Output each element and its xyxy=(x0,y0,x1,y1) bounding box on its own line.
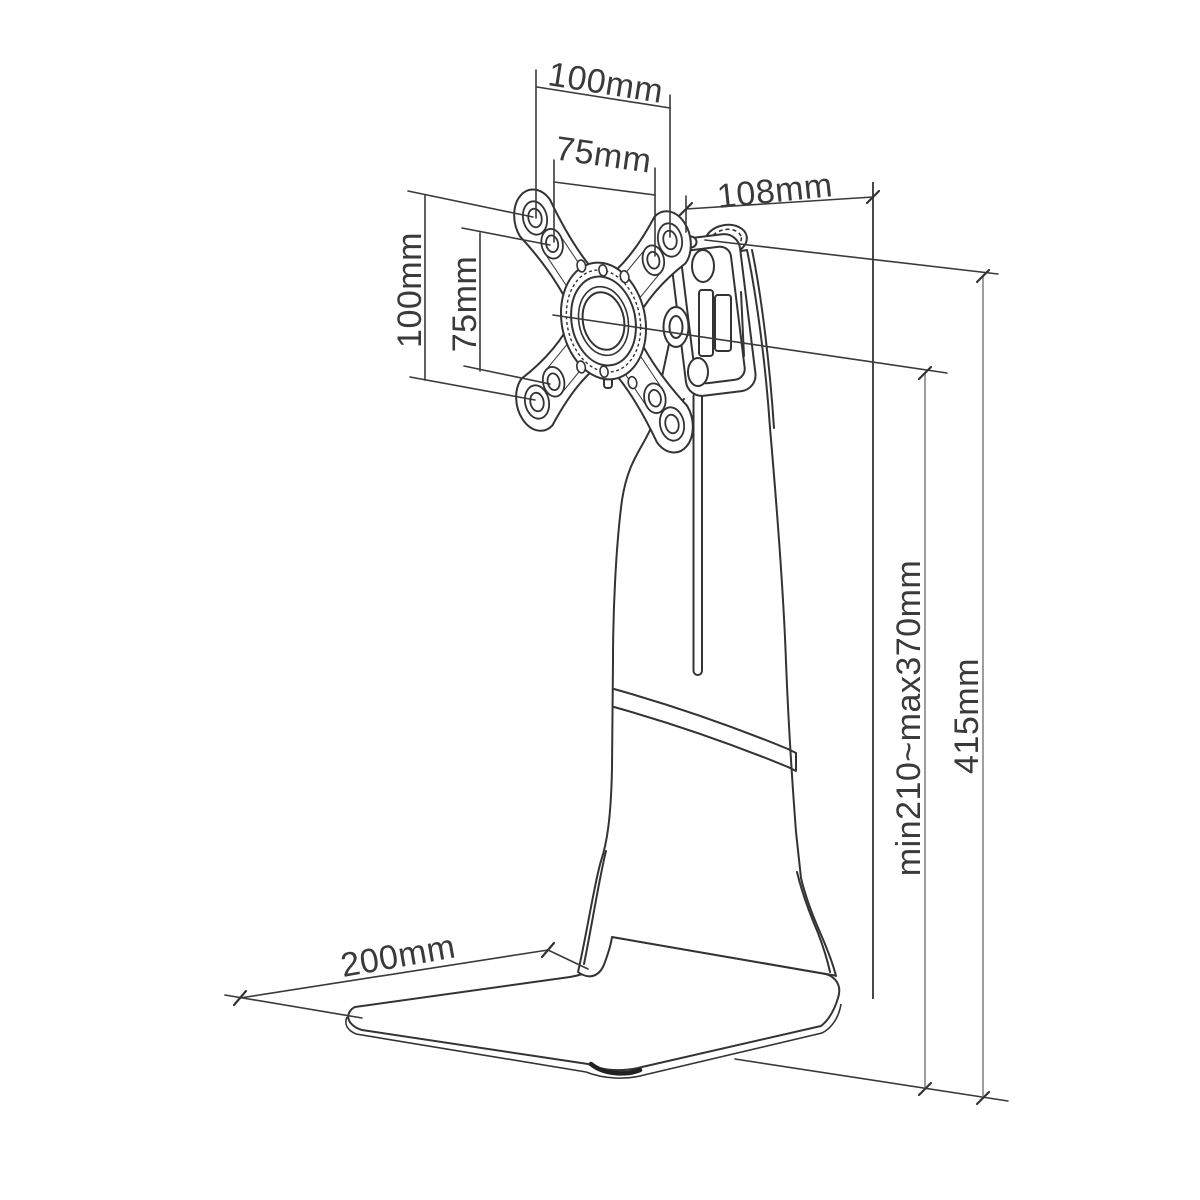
ext-line-100-left-bottom xyxy=(409,376,536,401)
label-vesa-inner-width: 75mm xyxy=(553,130,654,181)
ext-line-415-top xyxy=(704,239,999,275)
label-overall-height: 415mm xyxy=(948,658,986,774)
plate-rivets xyxy=(576,259,637,389)
stand-base xyxy=(345,936,842,1079)
vesa-plate xyxy=(514,186,693,456)
column-rear-rolled-edge xyxy=(796,871,831,973)
column-band-side-cap xyxy=(787,748,797,772)
vesa-center-hole xyxy=(582,289,624,353)
column-rear-hook-edge xyxy=(751,249,775,429)
height-adjust-slot xyxy=(692,391,703,676)
ext-line-100-left-top xyxy=(407,190,534,218)
dimension-line-75mm-top xyxy=(553,181,656,196)
ext-line-75-left-top xyxy=(461,227,551,246)
dimension-line-108mm xyxy=(685,196,874,210)
vesa-holes-75 xyxy=(541,227,666,414)
base-front-foot-pad xyxy=(588,1061,643,1076)
label-mount-depth: 108mm xyxy=(715,166,834,216)
ext-line-200-right xyxy=(547,949,589,970)
dimension-ticks xyxy=(232,189,991,1106)
release-latch xyxy=(698,289,714,357)
base-top-surface xyxy=(347,936,841,1072)
dimension-line-100mm-top xyxy=(536,86,671,109)
label-vesa-outer-width: 100mm xyxy=(546,55,666,111)
mount-bracket xyxy=(662,223,757,397)
base-skirt-edge xyxy=(345,1003,842,1079)
tilt-pivot-axle xyxy=(668,315,684,339)
label-height-range: min210~max370mm xyxy=(890,560,928,876)
bracket-hole-top xyxy=(691,249,715,283)
stand-column xyxy=(577,249,837,978)
bracket-hole-bottom xyxy=(687,357,709,387)
column-front-rolled-edge xyxy=(583,850,607,965)
column-band-seam-lower xyxy=(613,706,789,768)
label-base-depth: 200mm xyxy=(338,927,459,985)
column-body xyxy=(577,249,837,978)
dimension-line-200mm xyxy=(239,949,549,999)
column-band-seam-upper xyxy=(613,688,789,750)
bracket-seam xyxy=(740,291,745,357)
vesa-holes-100 xyxy=(523,199,685,442)
tilt-pivot-boss xyxy=(662,306,690,348)
latch-slider xyxy=(714,294,732,352)
ext-line-200-left xyxy=(224,994,363,1019)
dimension-lines xyxy=(224,69,1009,1106)
ext-line-vesa-center-axis xyxy=(552,314,948,374)
label-vesa-outer-height: 100mm xyxy=(391,232,429,348)
ext-line-base-bottom xyxy=(734,1058,1009,1102)
dimension-labels: 100mm 75mm 108mm 100mm 75mm min210~max37… xyxy=(338,55,986,985)
label-vesa-inner-height: 75mm xyxy=(446,256,484,352)
ext-line-75-left-bottom xyxy=(463,365,551,385)
